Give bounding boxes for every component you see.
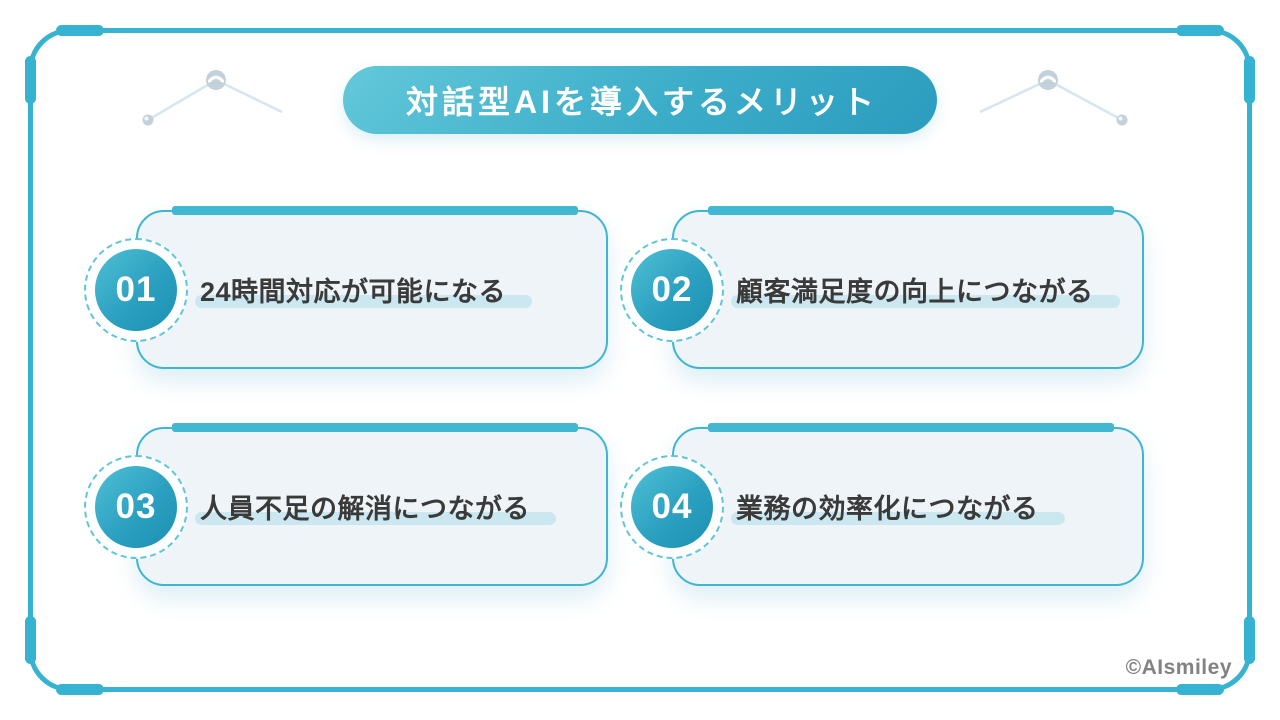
card-number: 04 xyxy=(651,486,693,526)
card-top-accent xyxy=(708,206,1114,215)
zigzag-decoration-left xyxy=(142,70,283,126)
card-top-accent xyxy=(172,423,578,432)
watermark: ©AIsmiley xyxy=(1125,656,1232,679)
card-label-wrap: 顧客満足度の向上につながる xyxy=(731,270,1120,309)
benefit-card-3: 03 人員不足の解消につながる xyxy=(84,423,608,586)
frame-corner-accent xyxy=(1244,56,1255,104)
label-highlight xyxy=(195,512,556,525)
decorative-frame xyxy=(28,28,1252,692)
card-top-accent xyxy=(172,206,578,215)
number-circle: 04 xyxy=(631,465,713,548)
card-label-wrap: 24時間対応が可能になる xyxy=(195,270,533,309)
card-top-accent xyxy=(708,423,1114,432)
card-number: 02 xyxy=(651,269,693,309)
frame-corner-accent xyxy=(1176,684,1224,695)
card-label: 24時間対応が可能になる xyxy=(200,277,507,307)
number-circle: 02 xyxy=(631,248,713,331)
frame-corner-accent xyxy=(1244,616,1255,664)
benefit-card-2: 02 顧客満足度の向上につながる xyxy=(620,206,1144,369)
frame-corner-accent xyxy=(25,56,36,104)
card-label: 業務の効率化につながる xyxy=(736,494,1039,524)
card-label: 人員不足の解消につながる xyxy=(200,494,530,524)
number-badge: 02 xyxy=(620,237,724,342)
card-label-wrap: 業務の効率化につながる xyxy=(731,487,1065,526)
card-label: 顧客満足度の向上につながる xyxy=(736,277,1094,307)
number-badge: 01 xyxy=(84,237,188,342)
number-badge: 04 xyxy=(620,454,724,559)
frame-corner-accent xyxy=(25,616,36,664)
page-title-text: 対話型AIを導入するメリット xyxy=(405,84,878,120)
card-number: 01 xyxy=(115,269,157,309)
frame-corner-accent xyxy=(56,25,104,36)
label-highlight xyxy=(731,512,1065,525)
page-title: 対話型AIを導入するメリット xyxy=(343,66,937,134)
frame-corner-accent xyxy=(56,684,104,695)
benefit-card-4: 04 業務の効率化につながる xyxy=(620,423,1144,586)
card-number: 03 xyxy=(115,486,157,526)
number-circle: 03 xyxy=(95,465,177,548)
card-label-wrap: 人員不足の解消につながる xyxy=(195,487,556,526)
label-highlight xyxy=(195,295,533,308)
zigzag-decoration-right xyxy=(979,70,1128,126)
number-circle: 01 xyxy=(95,248,177,331)
frame-corner-accent xyxy=(1176,25,1224,36)
benefit-card-1: 01 24時間対応が可能になる xyxy=(84,206,608,369)
number-badge: 03 xyxy=(84,454,188,559)
label-highlight xyxy=(731,295,1120,308)
